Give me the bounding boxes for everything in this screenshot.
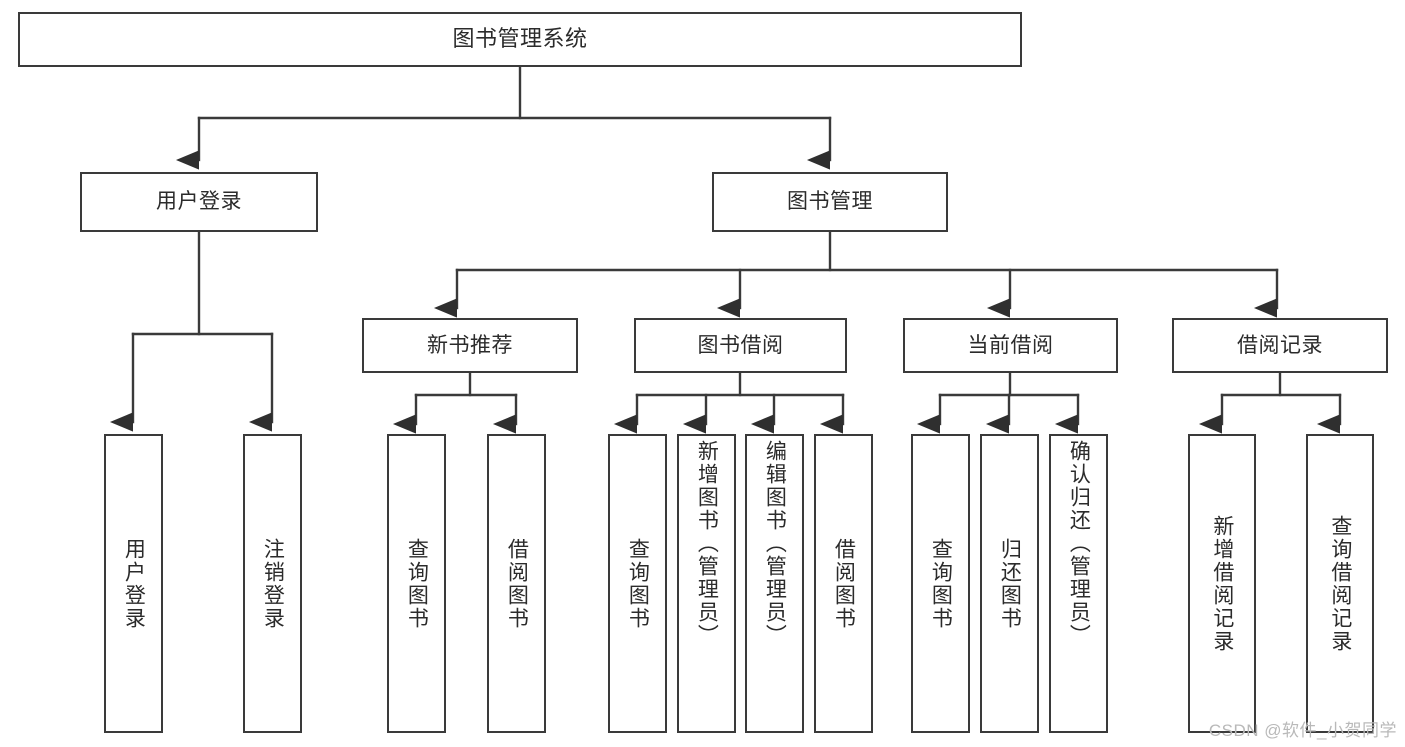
- node-leaf-user-login[interactable]: 用户登录: [104, 434, 163, 733]
- node-leaf-add-book-admin[interactable]: 新增图书（管理员）: [677, 434, 736, 733]
- node-leaf-logout[interactable]: 注销登录: [243, 434, 302, 733]
- node-leaf-query-borrowing-record[interactable]: 查询借阅记录: [1306, 434, 1374, 733]
- node-borrowing-record[interactable]: 借阅记录: [1172, 318, 1388, 373]
- node-book-management[interactable]: 图书管理: [712, 172, 948, 232]
- node-leaf-query-book-recommendation[interactable]: 查询图书: [387, 434, 446, 733]
- node-label: 归还图书: [998, 537, 1022, 630]
- node-label: 新书推荐: [427, 333, 513, 357]
- node-label: 查询图书: [405, 537, 429, 630]
- watermark: CSDN @软件_小贺同学: [1208, 721, 1397, 740]
- node-label: 用户登录: [156, 190, 242, 214]
- node-label: 图书管理系统: [452, 26, 588, 52]
- node-label: 用户登录: [122, 537, 146, 630]
- node-label: 当前借阅: [967, 333, 1054, 357]
- node-leaf-confirm-return-admin[interactable]: 确认归还（管理员）: [1049, 434, 1108, 733]
- node-label: 图书借阅: [697, 333, 784, 357]
- node-leaf-return-book[interactable]: 归还图书: [980, 434, 1039, 733]
- node-label: 图书管理: [787, 190, 873, 214]
- node-label: 注销登录: [261, 537, 285, 630]
- node-label: 新增借阅记录: [1210, 514, 1234, 653]
- node-label: 编辑图书（管理员）: [763, 440, 787, 647]
- node-label: 查询借阅记录: [1328, 514, 1352, 653]
- node-leaf-borrow-book-borrowing[interactable]: 借阅图书: [814, 434, 873, 733]
- node-label: 查询图书: [929, 537, 953, 630]
- node-book-borrowing[interactable]: 图书借阅: [634, 318, 847, 373]
- node-current-borrowing[interactable]: 当前借阅: [903, 318, 1118, 373]
- node-leaf-borrow-book-recommendation[interactable]: 借阅图书: [487, 434, 546, 733]
- node-label: 确认归还（管理员）: [1067, 440, 1091, 647]
- node-root-book-management-system[interactable]: 图书管理系统: [18, 12, 1022, 67]
- node-label: 借阅图书: [832, 537, 856, 630]
- node-label: 查询图书: [626, 537, 650, 630]
- node-leaf-edit-book-admin[interactable]: 编辑图书（管理员）: [745, 434, 804, 733]
- node-leaf-query-book-current[interactable]: 查询图书: [911, 434, 970, 733]
- node-label: 借阅记录: [1237, 333, 1323, 357]
- node-label: 新增图书（管理员）: [695, 440, 719, 647]
- node-user-login[interactable]: 用户登录: [80, 172, 318, 232]
- node-label: 借阅图书: [505, 537, 529, 630]
- node-leaf-query-book-borrowing[interactable]: 查询图书: [608, 434, 667, 733]
- node-new-book-recommendation[interactable]: 新书推荐: [362, 318, 578, 373]
- node-leaf-add-borrowing-record[interactable]: 新增借阅记录: [1188, 434, 1256, 733]
